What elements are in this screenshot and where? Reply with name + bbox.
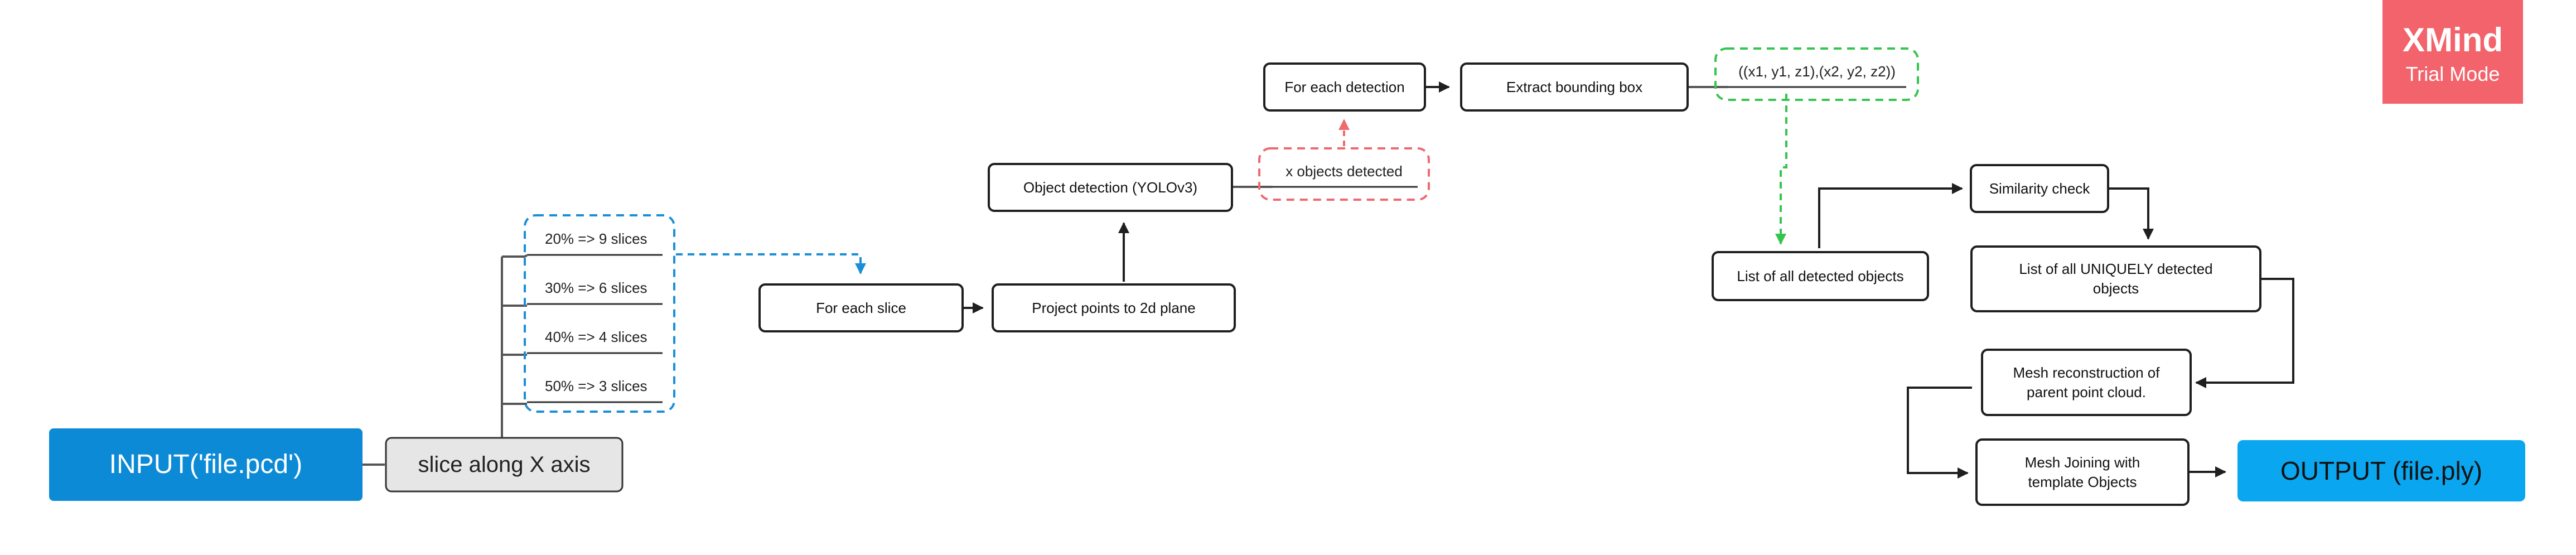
- unique-list-label-line2: objects: [2093, 280, 2139, 297]
- slices-group-box: [524, 214, 675, 413]
- slice-along-x-node[interactable]: slice along X axis: [385, 437, 624, 493]
- for-each-slice-node[interactable]: For each slice: [758, 283, 964, 332]
- connector-list-similarity: [1818, 183, 1963, 248]
- input-label: INPUT('file.pcd'): [109, 450, 302, 479]
- watermark-title: XMind: [2403, 21, 2503, 59]
- connectors: [363, 81, 2294, 479]
- similarity-check-node[interactable]: Similarity check: [1970, 164, 2109, 213]
- object-detection-label: Object detection (YOLOv3): [1023, 179, 1197, 196]
- output-label: OUTPUT (file.ply): [2280, 456, 2482, 485]
- x-objects-group-box: [1258, 147, 1430, 201]
- connector-unique-mesh: [2195, 278, 2294, 388]
- mesh-reconstruction-line1: Mesh reconstruction of: [2013, 364, 2160, 381]
- object-detection-node[interactable]: Object detection (YOLOv3): [988, 163, 1233, 212]
- list-all-detected-node[interactable]: List of all detected objects: [1712, 251, 1929, 301]
- x-objects-detected-node[interactable]: x objects detected: [1273, 163, 1418, 188]
- connector-coords-list: [1775, 94, 1787, 245]
- mesh-joining-node[interactable]: Mesh Joining with template Objects: [1975, 438, 2190, 506]
- for-each-slice-label: For each slice: [816, 300, 906, 316]
- bbox-coords-group-box: [1714, 47, 1919, 101]
- for-each-detection-node[interactable]: For each detection: [1263, 62, 1426, 112]
- bbox-coords-label: ((x1, y1, z1),(x2, y2, z2)): [1738, 63, 1896, 80]
- extract-bbox-node[interactable]: Extract bounding box: [1460, 62, 1689, 112]
- xmind-watermark: XMind Trial Mode: [2382, 0, 2523, 104]
- mesh-joining-line1: Mesh Joining with: [2025, 454, 2140, 471]
- watermark-subtitle: Trial Mode: [2406, 62, 2500, 85]
- mesh-joining-line2: template Objects: [2028, 474, 2137, 490]
- bbox-coords-node[interactable]: ((x1, y1, z1),(x2, y2, z2)): [1728, 63, 1906, 88]
- output-node[interactable]: OUTPUT (file.ply): [2237, 440, 2525, 501]
- x-objects-detected-label: x objects detected: [1285, 163, 1403, 180]
- connector-similarity-unique: [2108, 187, 2154, 240]
- slice-option: 30% => 6 slices: [545, 279, 647, 296]
- connector-mesh-join: [1907, 387, 1972, 479]
- slice-option: 20% => 9 slices: [545, 230, 647, 247]
- connector-branch-20: [502, 254, 528, 258]
- unique-list-node[interactable]: List of all UNIQUELY detected objects: [1970, 245, 2261, 312]
- mesh-reconstruction-line2: parent point cloud.: [2027, 384, 2146, 400]
- slice-along-x-label: slice along X axis: [418, 452, 590, 477]
- list-all-detected-label: List of all detected objects: [1737, 268, 1903, 284]
- for-each-detection-label: For each detection: [1284, 79, 1404, 95]
- extract-bbox-label: Extract bounding box: [1506, 79, 1642, 95]
- similarity-check-label: Similarity check: [1989, 180, 2091, 197]
- input-node[interactable]: INPUT('file.pcd'): [49, 428, 363, 501]
- slice-option: 50% => 3 slices: [545, 378, 647, 394]
- project-points-node[interactable]: Project points to 2d plane: [992, 283, 1236, 332]
- slice-option: 40% => 4 slices: [545, 329, 647, 345]
- connector-slices-foreach: [676, 253, 866, 274]
- project-points-label: Project points to 2d plane: [1032, 300, 1195, 316]
- slice-options: 20% => 9 slices 30% => 6 slices 40% => 4…: [545, 230, 647, 394]
- unique-list-label-line1: List of all UNIQUELY detected: [2019, 260, 2212, 277]
- mesh-reconstruction-node[interactable]: Mesh reconstruction of parent point clou…: [1981, 349, 2192, 416]
